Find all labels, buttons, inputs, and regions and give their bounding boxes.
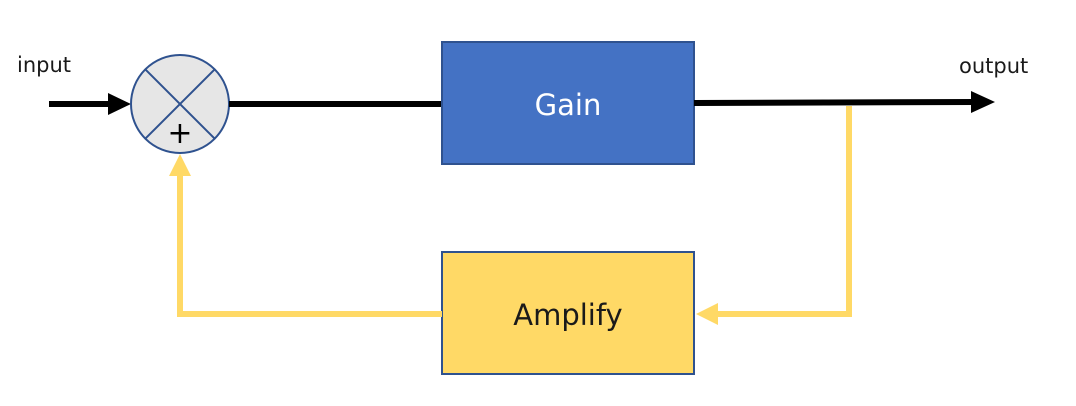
- summing-sign: +: [167, 116, 192, 151]
- amplify-block: Amplify: [441, 251, 695, 375]
- input-arrow: [49, 93, 131, 115]
- input-label: input: [17, 53, 72, 77]
- gain-block-label: Gain: [535, 88, 602, 122]
- amplify-block-label: Amplify: [513, 298, 622, 332]
- output-label: output: [959, 54, 1029, 78]
- feedback-path-to-junction: [169, 154, 442, 317]
- gain-block: Gain: [441, 41, 695, 165]
- feedback-path-to-amplify: [696, 106, 852, 325]
- output-arrow: [693, 91, 995, 113]
- summing-junction: +: [130, 54, 230, 154]
